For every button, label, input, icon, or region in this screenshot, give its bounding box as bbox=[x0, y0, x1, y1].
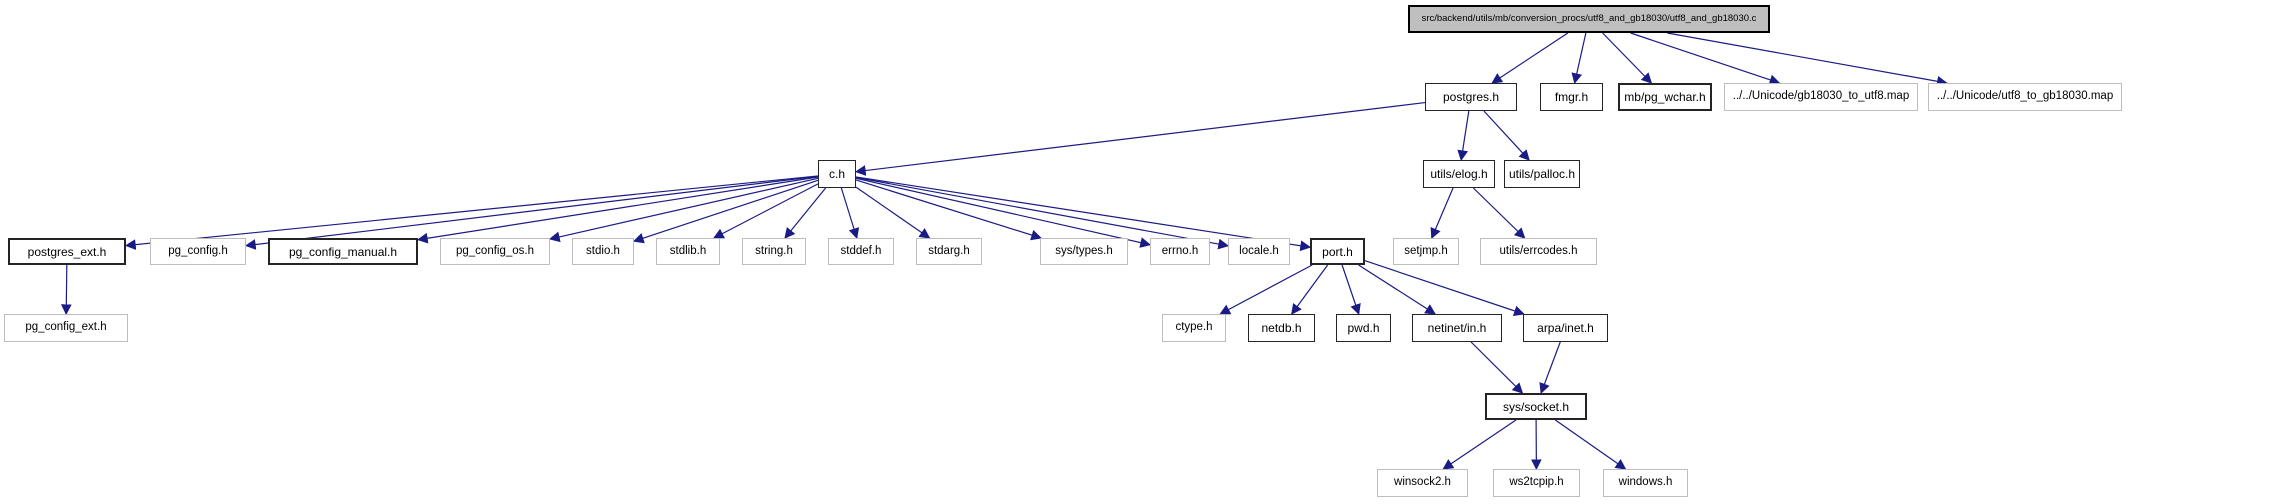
edge-c_h-to-errno_h bbox=[855, 177, 1152, 248]
edge-port_h-to-ctype_h bbox=[1219, 264, 1313, 315]
graph-node-pwd_h[interactable]: pwd.h bbox=[1336, 314, 1391, 342]
graph-node-stdarg_h: stdarg.h bbox=[916, 238, 982, 265]
edge-main_c-to-pg_wchar_h bbox=[1602, 32, 1653, 84]
graph-node-errno_h: errno.h bbox=[1150, 238, 1210, 265]
graph-node-elog_h[interactable]: utils/elog.h bbox=[1423, 160, 1495, 188]
graph-node-c_h[interactable]: c.h bbox=[818, 160, 856, 188]
graph-node-main_c: src/backend/utils/mb/conversion_procs/ut… bbox=[1408, 5, 1770, 33]
graph-node-pg_config_h: pg_config.h bbox=[150, 238, 246, 265]
edge-sys_socket_h-to-windows_h bbox=[1554, 419, 1627, 470]
graph-node-setjmp_h: setjmp.h bbox=[1393, 238, 1459, 265]
graph-node-postgres_h[interactable]: postgres.h bbox=[1425, 83, 1517, 111]
edge-postgres_ext_h-to-pg_config_ext_h bbox=[60, 264, 72, 316]
graph-node-locale_h: locale.h bbox=[1228, 238, 1290, 265]
edge-arpa_inet_h-to-sys_socket_h bbox=[1539, 341, 1561, 395]
edge-c_h-to-pg_config_os_h bbox=[548, 177, 819, 243]
graph-node-map_gb18030_to_utf8: ../../Unicode/gb18030_to_utf8.map bbox=[1724, 83, 1918, 111]
graph-node-winsock2_h: winsock2.h bbox=[1377, 469, 1468, 497]
edge-c_h-to-pg_config_h bbox=[244, 175, 819, 250]
edge-c_h-to-stdarg_h bbox=[855, 186, 931, 239]
edge-port_h-to-netdb_h bbox=[1291, 264, 1329, 315]
edge-netinet_in_h-to-sys_socket_h bbox=[1470, 341, 1524, 394]
graph-node-stddef_h: stddef.h bbox=[828, 238, 894, 265]
edge-c_h-to-stdio_h bbox=[632, 179, 819, 244]
graph-node-port_h[interactable]: port.h bbox=[1310, 238, 1365, 265]
graph-node-postgres_ext_h[interactable]: postgres_ext.h bbox=[8, 238, 126, 265]
graph-node-netdb_h[interactable]: netdb.h bbox=[1248, 314, 1315, 342]
graph-node-string_h: string.h bbox=[742, 238, 806, 265]
edge-c_h-to-stdlib_h bbox=[712, 183, 819, 239]
graph-node-arpa_inet_h[interactable]: arpa/inet.h bbox=[1523, 314, 1608, 342]
graph-node-windows_h: windows.h bbox=[1603, 469, 1688, 497]
edge-postgres_h-to-elog_h bbox=[1457, 110, 1470, 162]
graph-node-fmgr_h[interactable]: fmgr.h bbox=[1540, 83, 1603, 111]
edge-sys_socket_h-to-winsock2_h bbox=[1442, 419, 1517, 470]
edge-c_h-to-sys_types_h bbox=[855, 179, 1043, 241]
edge-c_h-to-pg_config_manual_h bbox=[416, 176, 819, 244]
graph-node-errcodes_h: utils/errcodes.h bbox=[1480, 238, 1597, 265]
graph-node-sys_types_h: sys/types.h bbox=[1040, 238, 1128, 265]
edge-port_h-to-netinet_in_h bbox=[1358, 264, 1437, 315]
graph-node-stdio_h: stdio.h bbox=[572, 238, 634, 265]
edge-main_c-to-fmgr_h bbox=[1571, 32, 1587, 85]
graph-node-pg_config_os_h: pg_config_os.h bbox=[440, 238, 550, 265]
edge-main_c-to-postgres_h bbox=[1491, 32, 1569, 84]
graph-node-stdlib_h: stdlib.h bbox=[656, 238, 720, 265]
graph-node-sys_socket_h[interactable]: sys/socket.h bbox=[1485, 393, 1587, 420]
edge-port_h-to-arpa_inet_h bbox=[1364, 260, 1525, 317]
graph-node-pg_config_manual_h[interactable]: pg_config_manual.h bbox=[268, 238, 418, 265]
graph-node-netinet_in_h[interactable]: netinet/in.h bbox=[1412, 314, 1502, 342]
edge-c_h-to-port_h bbox=[855, 176, 1312, 252]
graph-node-ws2tcpip_h: ws2tcpip.h bbox=[1493, 469, 1580, 497]
edge-c_h-to-string_h bbox=[784, 187, 827, 239]
edge-c_h-to-locale_h bbox=[855, 176, 1230, 250]
edge-postgres_h-to-palloc_h bbox=[1483, 110, 1530, 161]
edge-c_h-to-postgres_ext_h bbox=[124, 175, 819, 250]
edge-c_h-to-stddef_h bbox=[840, 187, 860, 240]
graph-node-pg_wchar_h[interactable]: mb/pg_wchar.h bbox=[1618, 83, 1712, 111]
edge-elog_h-to-setjmp_h bbox=[1430, 187, 1454, 239]
edge-main_c-to-map_gb18030_to_utf8 bbox=[1630, 32, 1781, 86]
edge-port_h-to-pwd_h bbox=[1341, 264, 1361, 316]
edge-postgres_h-to-c_h bbox=[854, 101, 1426, 176]
graph-node-pg_config_ext_h: pg_config_ext.h bbox=[4, 314, 128, 342]
edge-main_c-to-map_utf8_to_gb18030 bbox=[1667, 32, 1948, 87]
edge-elog_h-to-errcodes_h bbox=[1472, 187, 1526, 239]
graph-node-map_utf8_to_gb18030: ../../Unicode/utf8_to_gb18030.map bbox=[1928, 83, 2122, 111]
graph-node-ctype_h: ctype.h bbox=[1162, 314, 1226, 342]
graph-node-palloc_h[interactable]: utils/palloc.h bbox=[1504, 160, 1580, 188]
